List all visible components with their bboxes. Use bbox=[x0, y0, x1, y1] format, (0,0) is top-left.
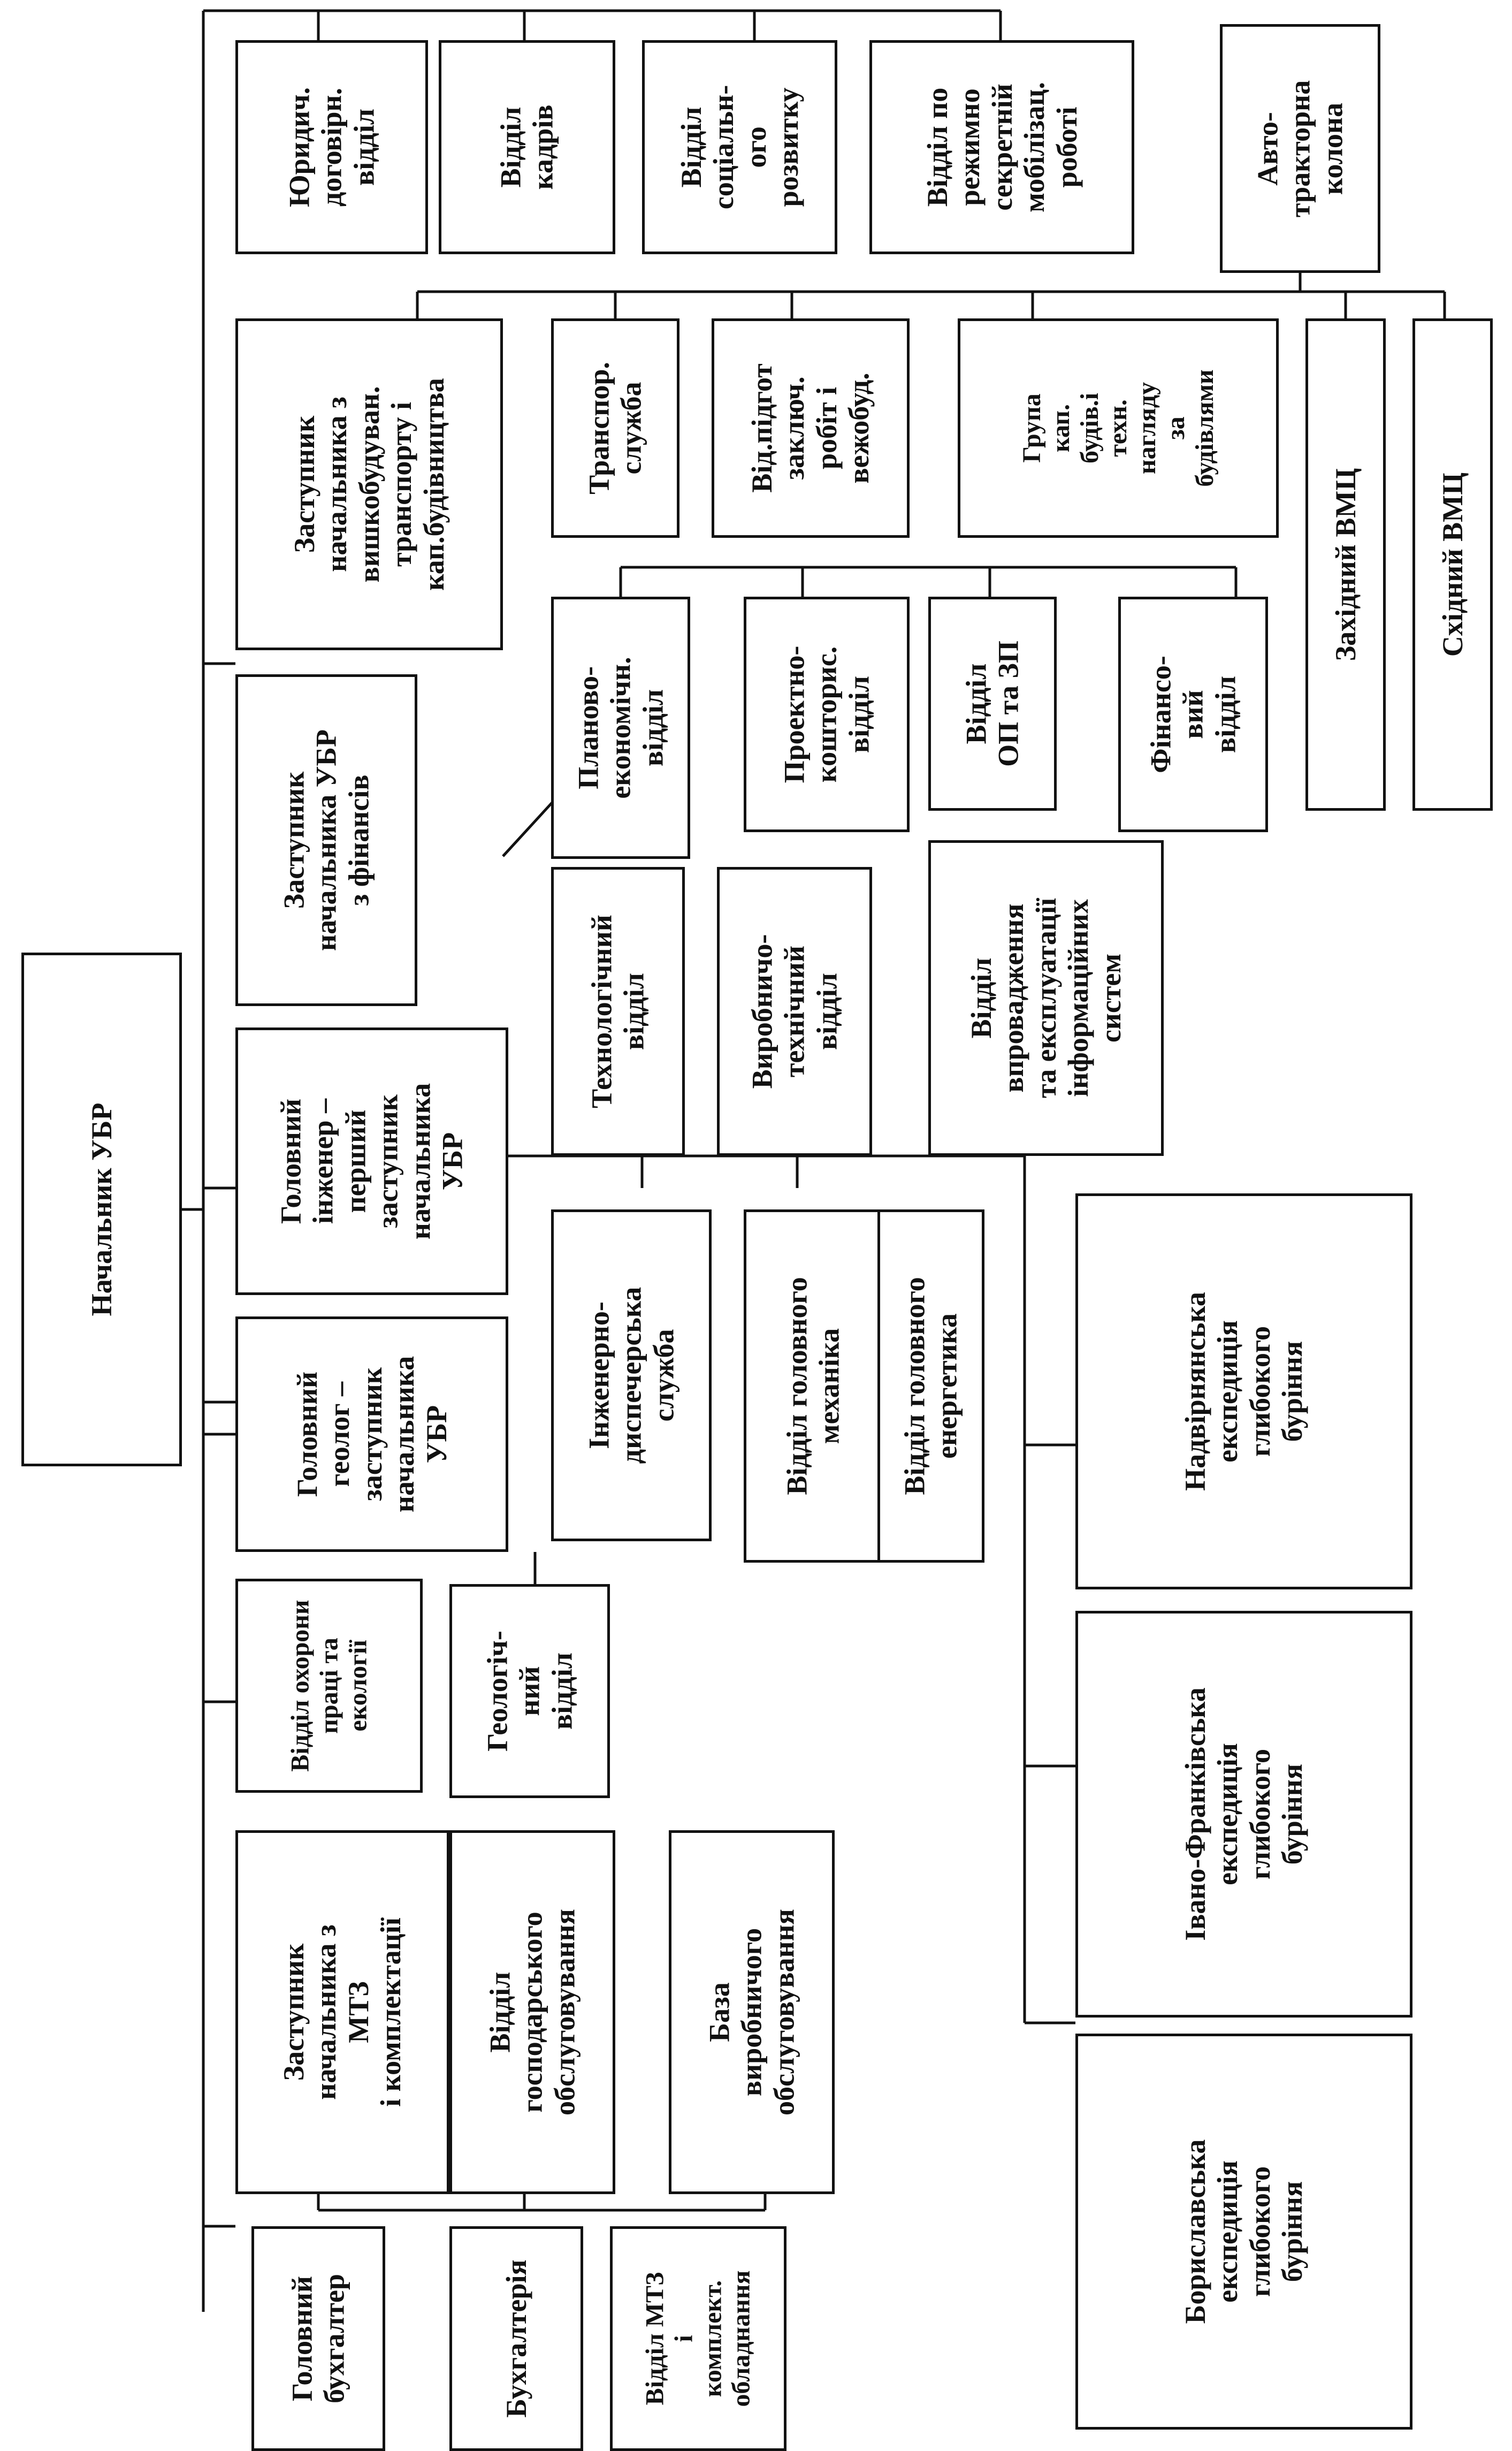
box-mtz-dept: Відділ МТЗ і комплект. обладнання bbox=[610, 2226, 786, 2451]
box-mech: Відділ головного механіка bbox=[744, 1209, 883, 1563]
box-base-label: База виробничого обслуговування bbox=[703, 1908, 800, 2116]
box-labor: Відділ охорони праці та екології bbox=[235, 1579, 423, 1793]
box-design-label: Проектно- кошторис. відділ bbox=[778, 645, 875, 783]
box-legal-label: Юридич. договірн. відділ bbox=[283, 87, 380, 208]
box-mtz-dept-label: Відділ МТЗ і комплект. обладнання bbox=[640, 2270, 755, 2407]
box-op-zp-label: Відділ ОП та ЗП bbox=[960, 641, 1025, 767]
box-design: Проектно- кошторис. відділ bbox=[744, 597, 910, 832]
box-west-label: Західний ВМЦ bbox=[1329, 468, 1362, 661]
box-chief-eng-label: Головний інженер – перший заступник нача… bbox=[274, 1083, 469, 1240]
box-energy-label: Відділ головного енергетика bbox=[898, 1277, 963, 1495]
box-dep-finance-label: Заступник начальника УБР з фінансів bbox=[278, 729, 375, 952]
box-dep-mtz: Заступник начальника з МТЗ і комплектаці… bbox=[235, 1830, 449, 2194]
box-dispatch-label: Інженерно- диспечерська служба bbox=[583, 1287, 680, 1464]
box-secret-label: Відділ по режимно секретній мобілізац. р… bbox=[921, 82, 1083, 212]
box-prodtech-label: Виробничо- технічний відділ bbox=[746, 934, 843, 1089]
box-legal: Юридич. договірн. відділ bbox=[235, 40, 428, 254]
box-autocol: Авто- тракторна колона bbox=[1220, 24, 1380, 273]
box-hr: Відділ кадрів bbox=[439, 40, 615, 254]
box-ivano: Івано-Франківська експедиція глибокого б… bbox=[1075, 1611, 1412, 2018]
box-tech: Технологічний відділ bbox=[551, 867, 685, 1156]
box-east-label: Східний ВМЦ bbox=[1436, 472, 1469, 657]
box-op-zp: Відділ ОП та ЗП bbox=[928, 597, 1057, 811]
box-accounting: Бухгалтерія bbox=[449, 2226, 583, 2451]
box-dep-construct: Заступник начальника з вишкобудуван. тра… bbox=[235, 318, 503, 650]
box-dep-mtz-label: Заступник начальника з МТЗ і комплектаці… bbox=[278, 1917, 407, 2107]
box-base: База виробничого обслуговування bbox=[669, 1830, 835, 2194]
box-labor-label: Відділ охорони праці та екології bbox=[286, 1600, 372, 1772]
box-infosys: Відділ впровадження та експлуатації інфо… bbox=[928, 840, 1164, 1156]
box-planning-label: Планово- економічн. відділ bbox=[572, 657, 669, 799]
box-geo-dept: Геологіч- ний відділ bbox=[449, 1584, 610, 1798]
box-mech-label: Відділ головного механіка bbox=[781, 1277, 845, 1495]
box-household: Відділ господарського обслуговування bbox=[449, 1830, 615, 2194]
box-west: Західний ВМЦ bbox=[1305, 318, 1386, 811]
box-accountant-label: Головний бухгалтер bbox=[286, 2274, 350, 2403]
box-chief-geo-label: Головний геолог – заступник начальника У… bbox=[291, 1356, 453, 1513]
box-transport-label: Транспор. служба bbox=[583, 362, 647, 494]
box-prep: Від.підгот заключ. робіт і вежобуд. bbox=[712, 318, 910, 538]
box-prodtech: Виробничо- технічний відділ bbox=[717, 867, 872, 1156]
box-transport: Транспор. служба bbox=[551, 318, 679, 538]
box-capgroup: Група кап. будів.і техн. нагляду за буді… bbox=[958, 318, 1279, 538]
box-energy: Відділ головного енергетика bbox=[877, 1209, 984, 1563]
box-fin-dept-label: Фінансо- вий відділ bbox=[1144, 656, 1242, 773]
box-chief-geo: Головний геолог – заступник начальника У… bbox=[235, 1316, 508, 1552]
box-chief-eng: Головний інженер – перший заступник нача… bbox=[235, 1027, 508, 1295]
box-boryslav: Бориславська експедиція глибокого бурінн… bbox=[1075, 2034, 1412, 2430]
box-social-label: Відділ соціальн- ого розвитку bbox=[675, 85, 804, 210]
box-infosys-label: Відділ впровадження та експлуатації інфо… bbox=[965, 898, 1127, 1098]
box-ivano-label: Івано-Франківська експедиція глибокого б… bbox=[1179, 1687, 1309, 1941]
box-dep-finance: Заступник начальника УБР з фінансів bbox=[235, 674, 417, 1006]
box-east: Східний ВМЦ bbox=[1412, 318, 1493, 811]
box-secret: Відділ по режимно секретній мобілізац. р… bbox=[869, 40, 1134, 254]
box-tech-label: Технологічний відділ bbox=[585, 915, 650, 1108]
box-head: Начальник УБР bbox=[21, 953, 182, 1466]
box-capgroup-label: Група кап. будів.і техн. нагляду за буді… bbox=[1017, 369, 1219, 487]
box-prep-label: Від.підгот заключ. робіт і вежобуд. bbox=[746, 363, 875, 493]
box-autocol-label: Авто- тракторна колона bbox=[1251, 80, 1349, 217]
box-accountant: Головний бухгалтер bbox=[251, 2226, 385, 2451]
box-nadvir-label: Надвірнянська експедиція глибокого бурін… bbox=[1179, 1292, 1309, 1491]
box-planning: Планово- економічн. відділ bbox=[551, 597, 690, 859]
box-dispatch: Інженерно- диспечерська служба bbox=[551, 1209, 712, 1541]
box-fin-dept: Фінансо- вий відділ bbox=[1118, 597, 1268, 832]
box-household-label: Відділ господарського обслуговування bbox=[484, 1908, 581, 2116]
box-dep-construct-label: Заступник начальника з вишкобудуван. тра… bbox=[288, 378, 450, 591]
box-nadvir: Надвірнянська експедиція глибокого бурін… bbox=[1075, 1193, 1412, 1589]
box-hr-label: Відділ кадрів bbox=[494, 104, 559, 190]
box-accounting-label: Бухгалтерія bbox=[500, 2259, 532, 2418]
box-head-label: Начальник УБР bbox=[85, 1102, 118, 1316]
box-boryslav-label: Бориславська експедиція глибокого бурінн… bbox=[1179, 2139, 1309, 2324]
box-geo-dept-label: Геологіч- ний відділ bbox=[481, 1631, 578, 1752]
box-social: Відділ соціальн- ого розвитку bbox=[642, 40, 837, 254]
